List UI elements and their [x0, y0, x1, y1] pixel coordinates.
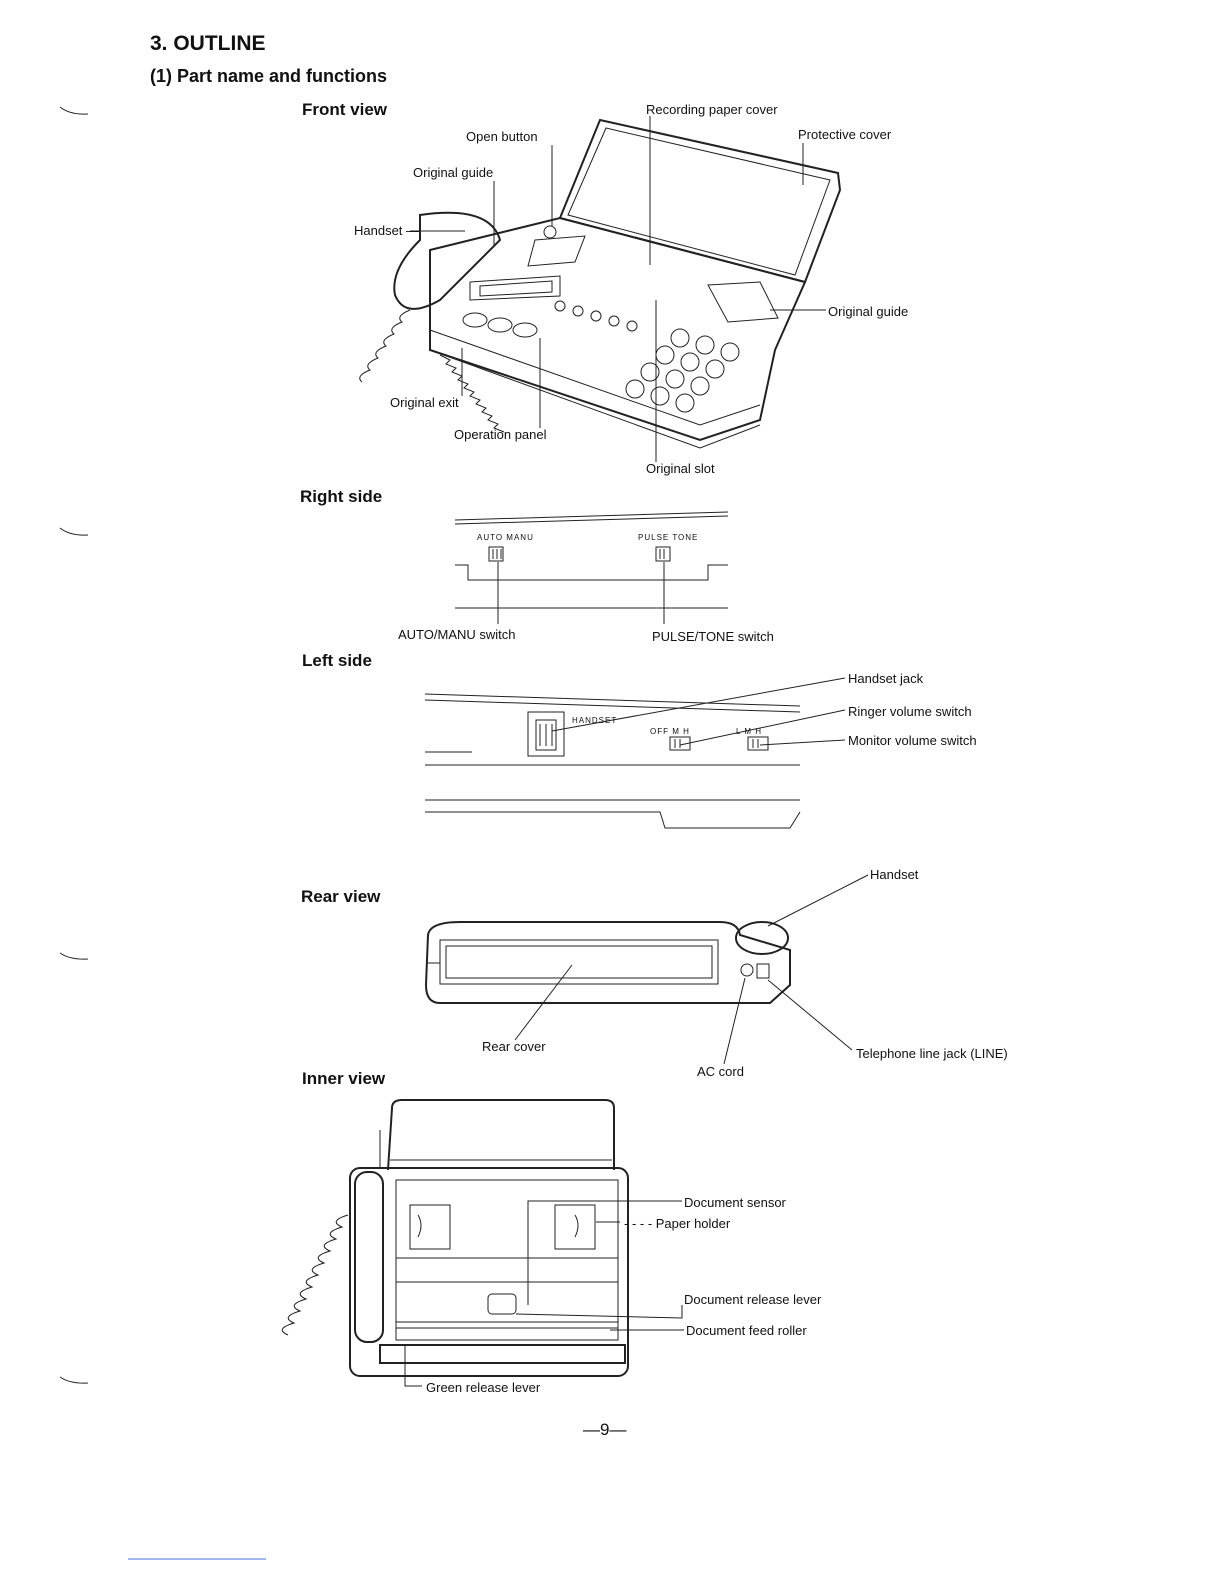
inner-view-title: Inner view	[302, 1069, 386, 1088]
label-protective-cover: Protective cover	[798, 127, 892, 142]
label-original-guide-top: Original guide	[413, 165, 494, 180]
label-original-exit: Original exit	[390, 395, 459, 410]
panel-text-handset: HANDSET	[572, 716, 618, 725]
label-paper-holder: - - - - Paper holder	[624, 1216, 731, 1231]
panel-text-l-m-h: L M H	[736, 727, 763, 736]
label-handset-jack: Handset jack	[848, 671, 924, 686]
label-rear-cover: Rear cover	[482, 1039, 546, 1054]
label-original-guide-right: Original guide	[828, 304, 909, 319]
page-number: —9—	[583, 1420, 627, 1439]
right-side-title: Right side	[300, 487, 383, 506]
label-document-sensor: Document sensor	[684, 1195, 786, 1210]
label-open-button: Open button	[466, 129, 538, 144]
page-heading: 3. OUTLINE	[150, 32, 266, 55]
label-green-release-lever: Green release lever	[426, 1380, 541, 1395]
label-original-slot: Original slot	[646, 461, 715, 476]
switch-text-auto-manu: AUTO MANU	[477, 533, 534, 542]
label-telephone-line-jack: Telephone line jack (LINE)	[856, 1046, 1008, 1061]
rear-view-title: Rear view	[301, 887, 381, 906]
label-recording-paper-cover: Recording paper cover	[646, 102, 778, 117]
label-document-release-lever: Document release lever	[684, 1292, 822, 1307]
label-monitor-volume-switch: Monitor volume switch	[848, 733, 977, 748]
label-auto-manu-switch: AUTO/MANU switch	[398, 627, 516, 642]
label-operation-panel: Operation panel	[454, 427, 547, 442]
label-document-feed-roller: Document feed roller	[686, 1323, 807, 1338]
panel-text-off-m-h: OFF M H	[650, 727, 690, 736]
label-pulse-tone-switch: PULSE/TONE switch	[652, 629, 774, 644]
page-subheading: (1) Part name and functions	[150, 66, 388, 86]
front-view-title: Front view	[302, 100, 388, 119]
switch-text-pulse-tone: PULSE TONE	[638, 533, 699, 542]
label-ringer-volume-switch: Ringer volume switch	[848, 704, 972, 719]
label-ac-cord: AC cord	[697, 1064, 744, 1079]
label-handset-front: Handset —	[354, 223, 420, 238]
left-side-title: Left side	[302, 651, 372, 670]
label-handset-rear: Handset	[870, 867, 919, 882]
